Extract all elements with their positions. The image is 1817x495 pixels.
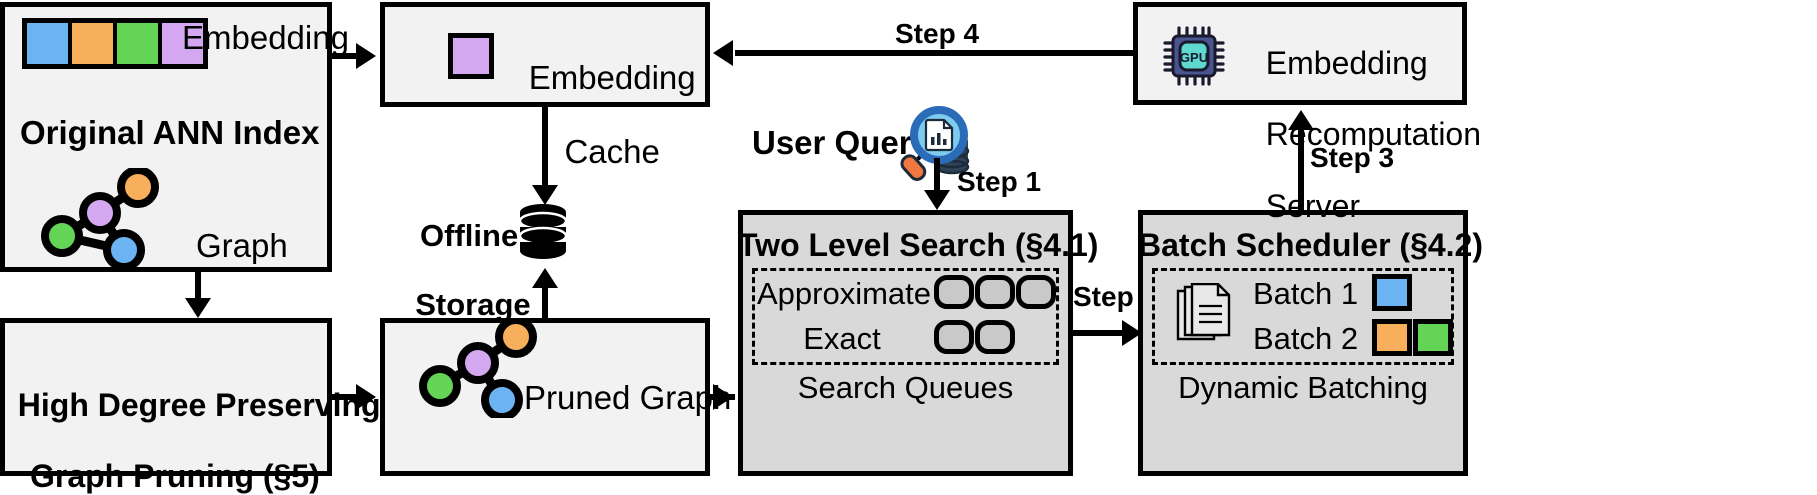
ann-index-title: Original ANN Index: [20, 114, 320, 151]
documents-icon: [1176, 283, 1231, 341]
arrow-ann-to-cache-line: [332, 53, 357, 59]
recomputation-server-box[interactable]: [1133, 2, 1467, 105]
arrow-pruned-to-storage-head: [532, 268, 558, 288]
arrow-pruning-to-pruned-line: [332, 394, 357, 400]
search-queues-footer: Search Queues: [797, 370, 1014, 405]
embedding-swatch-purple: [162, 23, 203, 64]
batch-0-swatch-blue: [1372, 274, 1412, 311]
embedding-label: Embedding: [182, 19, 349, 56]
two-level-search-title: Two Level Search (§4.1): [738, 227, 1099, 263]
search-queue-cell[interactable]: [934, 275, 974, 309]
embedding-swatch-strip: [22, 18, 208, 69]
arrow-step3-head: [1288, 110, 1314, 130]
dynamic-batching-dashed-region: [1152, 268, 1454, 365]
arrow-step4-line: [735, 50, 1135, 56]
search-queue-cell[interactable]: [975, 275, 1015, 309]
arrow-step2-head: [1122, 320, 1142, 346]
embedding-cache-line1: Embedding: [528, 58, 696, 96]
batch-scheduler-title: Batch Scheduler (§4.2): [1138, 227, 1483, 263]
offline-storage-line1: Offline: [420, 217, 519, 253]
pruned-graph-visual: [419, 318, 537, 418]
svg-text:GPU: GPU: [1180, 50, 1208, 65]
arrow-ann-to-pruning-head: [185, 298, 211, 318]
embedding-cache-box[interactable]: [380, 2, 710, 107]
arrow-step2-line: [1073, 330, 1128, 336]
ann-index-graph: [41, 168, 159, 268]
gpu-icon: GPU: [1163, 26, 1225, 86]
recomputation-server-title: Embedding Recomputation Server: [1248, 10, 1481, 225]
arrow-ann-to-cache-head: [356, 43, 376, 69]
recomputation-server-line1: Embedding: [1265, 44, 1428, 81]
graph-pruning-box[interactable]: [0, 318, 332, 476]
pruned-graph-label: Pruned Graph: [524, 379, 732, 416]
arrow-step1-line: [934, 158, 940, 193]
step1-label: Step 1: [957, 166, 1042, 197]
database-icon: [518, 204, 568, 259]
arrow-step3-line: [1298, 130, 1304, 210]
embedding-swatch-green: [117, 23, 158, 64]
embedding-swatch-orange: [72, 23, 113, 64]
batch-1-swatch-green: [1413, 319, 1453, 356]
search-row-0-label: Approximate: [757, 276, 932, 311]
arrow-pruned-to-search-head: [713, 384, 733, 410]
batch-1-swatch-orange: [1372, 319, 1412, 356]
search-queue-cell[interactable]: [1016, 275, 1056, 309]
recomputation-server-line2: Recomputation: [1265, 116, 1482, 153]
arrow-step1-head: [924, 190, 950, 210]
embedding-swatch-blue: [27, 23, 68, 64]
graph-pruning-line2: Graph Pruning (§5): [29, 458, 320, 495]
recomputation-server-line3: Server: [1265, 188, 1361, 225]
offline-storage-line2: Storage: [415, 287, 531, 323]
search-queue-cell[interactable]: [934, 320, 974, 354]
search-queues-dashed-region: [752, 268, 1059, 365]
dynamic-batching-footer: Dynamic Batching: [1178, 370, 1428, 405]
graph-pruning-title: High Degree Preserving Graph Pruning (§5…: [0, 352, 381, 495]
embedding-cache-title: Embedding Cache: [508, 23, 698, 171]
batch-0-label: Batch 1: [1253, 276, 1359, 311]
offline-storage-label: Offline Storage: [398, 184, 530, 323]
search-queue-cell[interactable]: [975, 320, 1015, 354]
two-level-search-box[interactable]: [738, 210, 1073, 476]
step3-label: Step 3: [1310, 142, 1395, 173]
arrow-cache-to-storage-head: [532, 185, 558, 205]
embedding-cache-line2: Cache: [564, 132, 660, 170]
arrow-cache-to-storage-line: [542, 107, 548, 187]
arrow-pruning-to-pruned-head: [356, 384, 376, 410]
graph-pruning-line1: High Degree Preserving: [17, 386, 381, 423]
batch-1-label: Batch 2: [1253, 321, 1359, 356]
arrow-pruned-to-storage-line: [542, 288, 548, 328]
arrow-ann-to-pruning-line: [195, 272, 201, 299]
search-database-icon: [900, 106, 970, 181]
embedding-cache-swatch: [448, 33, 494, 79]
arrow-step4-head: [713, 40, 733, 66]
graph-label: Graph: [196, 227, 288, 264]
step4-label: Step 4: [895, 18, 980, 49]
search-row-1-label: Exact: [803, 321, 881, 356]
